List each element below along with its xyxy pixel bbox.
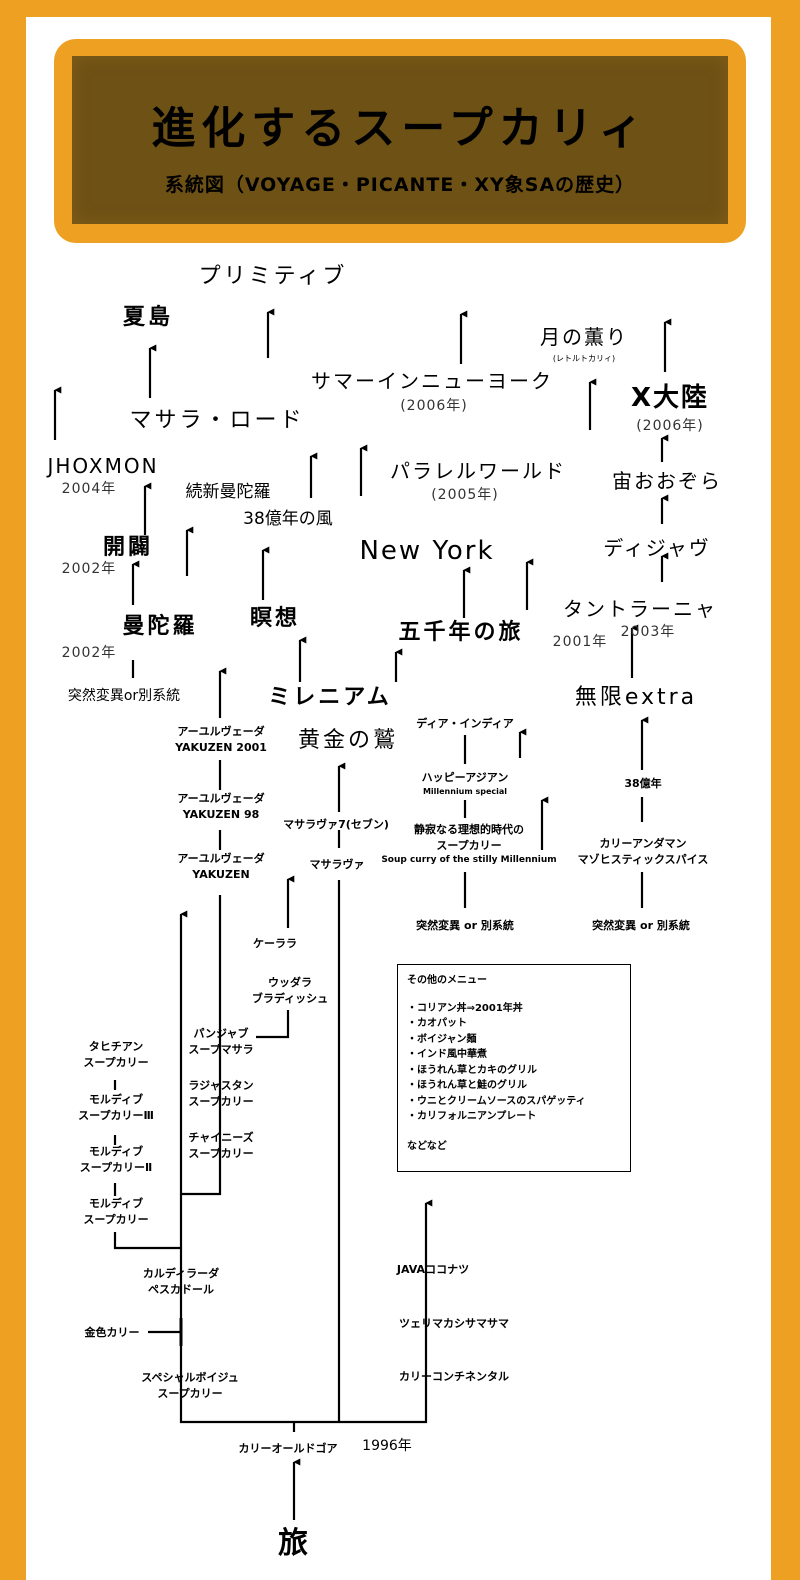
node-natsujima: 夏島	[122, 305, 174, 330]
node-kerala: ケーララ	[253, 937, 297, 950]
node-summer-ny-year: (2006年)	[400, 398, 468, 414]
node-mutation-1: 突然変異or別系統	[67, 688, 181, 704]
node-masala-road: マサラ・ロード	[129, 408, 305, 433]
node-tantoranya-year: 2003年	[620, 624, 676, 640]
node-masala-7: マサラヴァ7(セブン)	[283, 818, 389, 831]
node-curry-andaman: カリーアンダマンマゾヒスティックスパイス	[577, 837, 709, 866]
node-parallel-world: パラレルワールド	[390, 459, 566, 483]
node-continental: カリーコンチネンタル	[399, 1370, 509, 1383]
node-primitive: プリミティブ	[198, 264, 348, 289]
list-item: ほうれん草と鮭のグリル	[407, 1078, 621, 1094]
node-summer-ny: サマーインニューヨーク	[311, 369, 553, 393]
node-millennium: ミレニアム	[268, 685, 392, 710]
node-rajasthan: ラジャスタンスープカリー	[188, 1079, 254, 1108]
node-38oku: 38億年	[624, 777, 662, 790]
list-item: コリアン丼⇒2001年丼	[407, 1001, 621, 1017]
root-trunk	[179, 1404, 428, 1424]
node-udagara: ウッダラブラディッシュ	[251, 976, 329, 1005]
node-x-tairiku: X大陸	[630, 383, 710, 413]
other-menu-list: コリアン丼⇒2001年丼 カオパット ボイジャン麺 インド風中華煮 ほうれん草と…	[407, 1001, 621, 1125]
list-item: ウニとクリームソースのスパゲッティ	[407, 1094, 621, 1110]
node-kinshoku: 金色カリー	[84, 1326, 140, 1339]
node-dear-india: ディア・インディア	[416, 717, 514, 730]
node-mandara-year: 2002年	[61, 645, 117, 661]
node-tsuki-no-kaori: 月の薫り	[540, 325, 628, 349]
node-kaibyaku: 開闢	[102, 535, 154, 560]
other-menu-box: その他のメニュー コリアン丼⇒2001年丼 カオパット ボイジャン麺 インド風中…	[397, 964, 631, 1172]
page-title: 進化するスープカリィ	[151, 103, 649, 154]
title-box	[72, 56, 728, 224]
node-zoku-shin-mandara: 続新曼陀羅	[185, 482, 271, 502]
list-item: カオパット	[407, 1016, 621, 1032]
node-ougon-washi: 黄金の鷲	[297, 728, 399, 753]
other-menu-heading: その他のメニュー	[407, 975, 487, 986]
node-masalava: マサラヴァ	[309, 858, 365, 871]
node-maldive-2: モルディブスープカリーⅡ	[79, 1145, 153, 1174]
list-item: ほうれん草とカキのグリル	[407, 1063, 621, 1079]
page-subtitle: 系統図（VOYAGE・PICANTE・XY象SAの歴史）	[164, 174, 636, 196]
node-meisou: 瞑想	[249, 606, 301, 631]
node-old-goa-year: 1996年	[362, 1438, 412, 1454]
node-tahiti: タヒチアンスープカリー	[83, 1040, 149, 1069]
node-kaze-38oku: 38億年の風	[243, 509, 333, 529]
node-gosen-nen: 五千年の旅	[398, 620, 524, 645]
node-special: スペシャルボイジュスープカリー	[141, 1371, 239, 1400]
node-mandara: 曼陀羅	[122, 614, 198, 639]
node-2001-year: 2001年	[552, 634, 608, 650]
kerala-branch	[256, 1010, 290, 1039]
other-menu-footer: などなど	[407, 1140, 447, 1152]
node-caldeirada: カルディラーダペスカドール	[142, 1267, 220, 1296]
ayurveda-branch	[181, 895, 222, 1196]
node-jhoxmon-year: 2004年	[61, 481, 117, 497]
node-maldive: モルディブスープカリー	[83, 1197, 149, 1226]
node-mugen-extra: 無限extra	[574, 685, 698, 710]
list-item: カリフォルニアンプレート	[407, 1109, 621, 1125]
node-deja-vu: ディジャヴ	[603, 536, 711, 560]
node-retort: (レトルトカリィ)	[552, 354, 616, 363]
maldive-branch	[113, 1232, 181, 1250]
diagram-panel	[26, 17, 771, 1580]
node-new-york: New York	[359, 536, 495, 566]
list-item: インド風中華煮	[407, 1047, 621, 1063]
node-tantoranya: タントラーニャ	[563, 597, 717, 621]
node-mutation-2: 突然変異 or 別系統	[416, 919, 514, 932]
node-java-coconut: JAVAココナツ	[396, 1263, 470, 1276]
node-parallel-world-year: (2005年)	[431, 487, 499, 503]
node-old-goa: カリーオールドゴア	[238, 1442, 338, 1455]
node-x-tairiku-year: (2006年)	[636, 418, 704, 434]
node-uchu-oozora: 宙おおぞら	[612, 469, 722, 493]
list-item: ボイジャン麺	[407, 1032, 621, 1048]
node-chinese: チャイニーズスープカリー	[188, 1131, 254, 1160]
node-punjab: パンジャブスープマサラ	[188, 1027, 254, 1056]
node-mutation-3: 突然変異 or 別系統	[592, 919, 690, 932]
node-jhoxmon: JHOXMON	[47, 454, 159, 478]
node-tsueri: ツェリマカシサマサマ	[399, 1317, 509, 1330]
node-kaibyaku-year: 2002年	[61, 561, 117, 577]
node-tabi: 旅	[278, 1526, 308, 1561]
node-maldive-3: モルディブスープカリーⅢ	[78, 1093, 154, 1122]
